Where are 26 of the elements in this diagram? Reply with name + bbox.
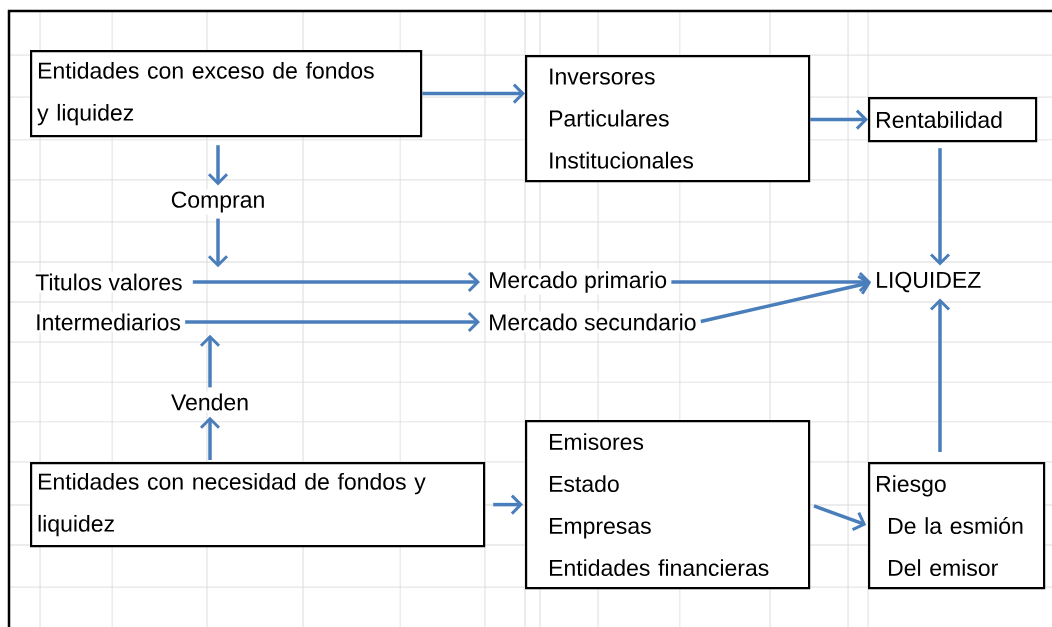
arrow xyxy=(185,311,480,333)
text-box: Inversores Particulares Institucionales xyxy=(525,55,811,183)
text-label: Titulos valores xyxy=(33,271,185,293)
text-box: Entidades con necesidad de fondos y liquidez xyxy=(30,462,486,548)
arrow xyxy=(199,334,221,388)
arrow xyxy=(671,271,871,293)
text-box: Riesgo De la esmión Del emisor xyxy=(868,462,1046,590)
arrow xyxy=(199,416,221,460)
arrow xyxy=(422,83,525,104)
text-box: Entidades con exceso de fondos y liquidez xyxy=(30,50,423,138)
arrow xyxy=(700,274,872,324)
arrow xyxy=(929,148,951,266)
text-label: Mercado secundario xyxy=(486,311,699,333)
text-box: Emisores Estado Empresas Entidades financieras xyxy=(525,420,811,590)
arrow xyxy=(929,298,951,452)
text-box: Rentabilidad xyxy=(868,97,1038,143)
text-label: LIQUIDEZ xyxy=(873,269,984,295)
text-label: Intermediarios xyxy=(33,311,183,333)
arrow xyxy=(192,271,480,293)
arrow xyxy=(493,494,523,515)
arrow xyxy=(813,504,867,531)
text-label: Mercado primario xyxy=(486,269,670,295)
arrow xyxy=(810,109,868,130)
arrow xyxy=(207,145,229,186)
arrow xyxy=(207,218,229,268)
text-label: Compran xyxy=(168,189,268,215)
